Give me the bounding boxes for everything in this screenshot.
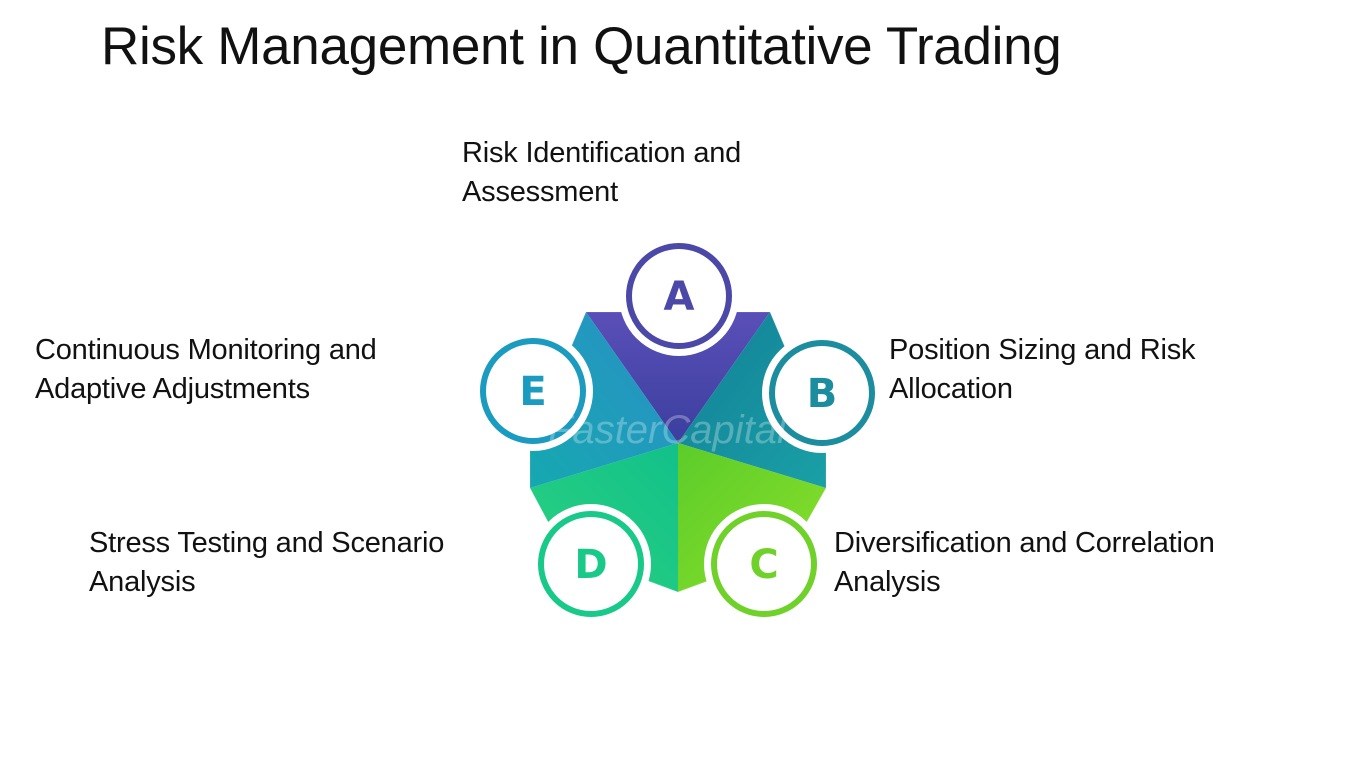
wedge-b: [678, 312, 826, 488]
step-letter-d: D: [574, 542, 607, 588]
label-a-line1: Risk Identification and: [462, 137, 742, 169]
label-d-line1: Stress Testing and Scenario: [89, 527, 445, 559]
label-risk-identification: Risk Identification and Assessment: [462, 134, 741, 212]
label-b-line2: Allocation: [889, 373, 1013, 405]
label-e-line1: Continuous Monitoring and: [35, 334, 377, 366]
label-b-line1: Position Sizing and Risk: [889, 334, 1196, 366]
label-e-line2: Adaptive Adjustments: [35, 373, 310, 405]
label-c-line2: Analysis: [834, 566, 941, 598]
label-diversification: Diversification and Correlation Analysis: [834, 524, 1215, 602]
wedge-a: [586, 312, 770, 443]
step-circle-e: E: [473, 331, 593, 451]
label-position-sizing: Position Sizing and Risk Allocation: [889, 331, 1196, 409]
wedge-e: [530, 312, 678, 488]
step-letter-e: E: [519, 369, 546, 415]
step-circle-c: C: [704, 504, 824, 624]
label-stress-testing: Stress Testing and Scenario Analysis: [89, 524, 444, 602]
step-circle-b: B: [762, 333, 882, 453]
watermark-logo: FasterCapital: [548, 408, 786, 452]
label-continuous-monitoring: Continuous Monitoring and Adaptive Adjus…: [35, 331, 377, 409]
step-circle-a: A: [619, 236, 739, 356]
diagram-title: Risk Management in Quantitative Trading: [101, 17, 1062, 76]
step-circle-d: D: [531, 504, 651, 624]
step-letter-b: B: [807, 371, 838, 417]
step-letter-c: C: [749, 542, 778, 588]
label-d-line2: Analysis: [89, 566, 196, 598]
label-c-line1: Diversification and Correlation: [834, 527, 1215, 559]
label-a-line2: Assessment: [462, 176, 618, 208]
step-letter-a: A: [664, 274, 695, 320]
